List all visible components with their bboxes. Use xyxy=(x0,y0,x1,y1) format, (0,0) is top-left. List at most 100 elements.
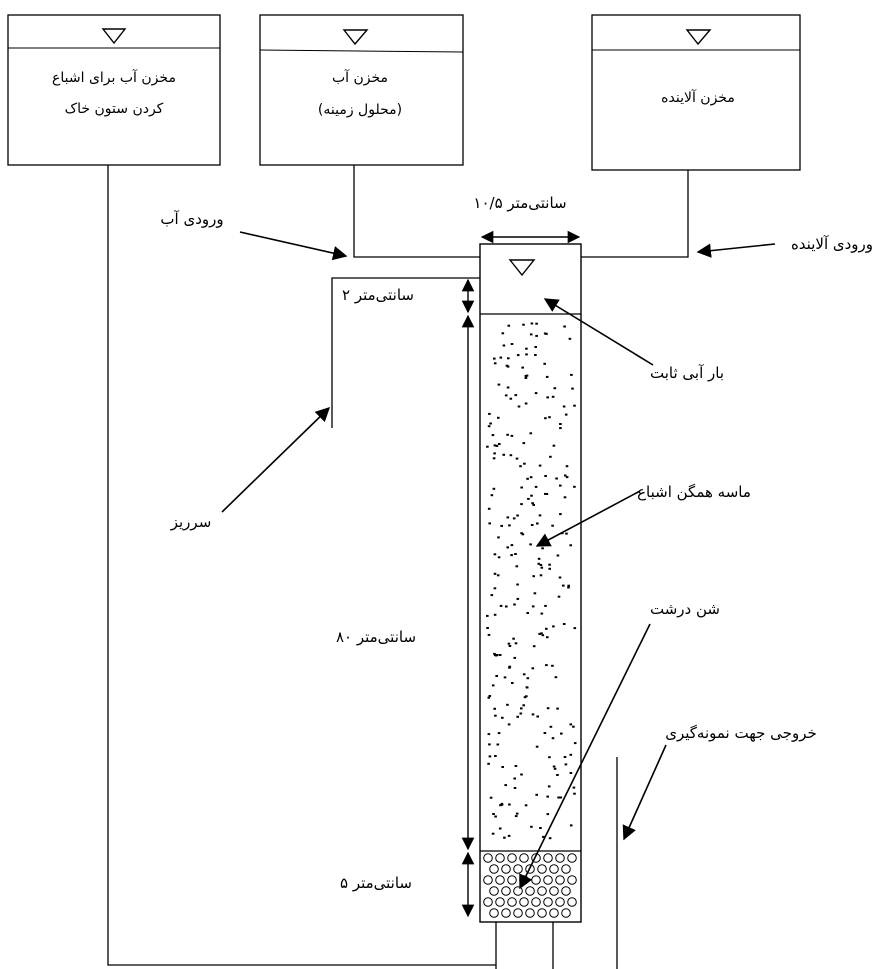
sand-grain xyxy=(535,745,539,748)
sand-grain xyxy=(493,444,497,447)
sand-grain xyxy=(501,716,504,719)
gravel-stone xyxy=(555,897,565,907)
sand-grain xyxy=(501,332,505,335)
contaminant-tank: مخزن آلاینده xyxy=(591,14,801,171)
sand-grain xyxy=(559,423,562,425)
sand-grain xyxy=(494,714,497,717)
sand-grain xyxy=(499,604,503,607)
sand-grain xyxy=(565,476,569,479)
sand-grain xyxy=(538,632,541,635)
sand-grain xyxy=(562,623,566,625)
sand-grain xyxy=(508,665,512,668)
sand-grain xyxy=(539,574,543,577)
sand-grain xyxy=(551,395,555,398)
constant-head-arrow xyxy=(543,298,654,366)
sand-grain xyxy=(526,477,529,480)
sand-grain xyxy=(525,347,528,350)
sand-grain xyxy=(544,604,547,607)
gravel-stone xyxy=(507,853,517,863)
gravel-stone xyxy=(549,908,559,918)
constant-head-label: بار آبی ثابت xyxy=(650,364,724,382)
sand-grain xyxy=(560,732,563,735)
sand-grain xyxy=(516,354,520,357)
sand-grain xyxy=(544,475,547,477)
gravel-stone xyxy=(555,853,565,863)
sand-grain xyxy=(520,707,523,710)
sand-grain xyxy=(540,612,544,615)
sand-grain xyxy=(522,442,526,445)
sand-grain xyxy=(507,642,511,645)
sand-grain xyxy=(524,402,528,405)
sand-grain xyxy=(562,405,566,408)
sand-grain xyxy=(573,485,576,488)
water-inlet-arrow xyxy=(239,231,348,261)
sand-grain xyxy=(546,707,550,710)
sand-grain xyxy=(568,337,572,340)
sand-grain xyxy=(556,554,560,557)
gravel-stone xyxy=(567,897,577,907)
sand-grain xyxy=(565,532,568,535)
sand-grain xyxy=(555,477,558,480)
sand-grain xyxy=(559,484,562,487)
sand-grain xyxy=(500,803,504,806)
sand-grain xyxy=(515,812,519,815)
contaminant-inlet-arrow xyxy=(696,243,776,258)
gravel-stone xyxy=(513,886,523,896)
sand-grain xyxy=(525,374,529,377)
sand-layer xyxy=(486,322,577,840)
sampling-outlet-label: خروجی جهت نمونه‌گیری xyxy=(665,724,817,742)
gravel-stone xyxy=(507,897,517,907)
sand-grain xyxy=(499,804,502,807)
sand-grain xyxy=(493,587,497,590)
sand-grain xyxy=(495,444,499,447)
sand-grain xyxy=(515,457,519,460)
sand-grain xyxy=(521,533,525,536)
sand-grain xyxy=(509,397,513,400)
sand-grain xyxy=(536,522,539,525)
sand-grain xyxy=(508,524,511,527)
sand-grain xyxy=(530,524,534,526)
gravel-stone xyxy=(567,853,577,863)
sand-grain xyxy=(547,785,551,788)
sand-grain xyxy=(563,496,567,499)
sand-grain xyxy=(548,837,552,840)
sand-grain xyxy=(562,584,565,587)
gravel-stone xyxy=(561,908,571,918)
sand-grain xyxy=(530,825,533,828)
sand-grain xyxy=(543,362,546,365)
sand-grain xyxy=(534,392,538,395)
sand-grain xyxy=(509,454,513,457)
sand-grain xyxy=(559,427,562,430)
gravel-stone xyxy=(549,886,559,896)
sand-grain xyxy=(513,656,517,659)
sand-grain xyxy=(567,584,570,587)
sand-grain xyxy=(544,492,547,495)
sand-grain xyxy=(572,725,575,728)
gravel-stone xyxy=(501,908,511,918)
sand-grain xyxy=(569,723,573,726)
sand-grain xyxy=(508,645,512,647)
sand-grain xyxy=(504,394,508,397)
sand-grain xyxy=(546,795,549,798)
sand-grain xyxy=(500,524,503,527)
saturation-tank: مخزن آب برای اشباع کردن ستون خاک xyxy=(7,14,221,166)
sand-grain xyxy=(527,497,530,500)
sand-grain xyxy=(487,733,491,736)
sand-grain xyxy=(539,827,542,829)
soil-column xyxy=(479,243,582,923)
sand-grain xyxy=(493,613,497,616)
contaminant-tank-label: مخزن آلاینده xyxy=(661,89,735,106)
sand-grain xyxy=(486,445,489,448)
sand-grain xyxy=(522,673,526,676)
sand-grain xyxy=(558,576,562,579)
sand-grain xyxy=(535,322,538,325)
sand-grain xyxy=(516,715,519,718)
sand-grain xyxy=(512,517,516,520)
sand-grain xyxy=(573,792,576,795)
sand-grain xyxy=(526,612,529,614)
sand-grain xyxy=(493,572,497,575)
pipes xyxy=(107,165,689,969)
sand-grain xyxy=(529,432,533,435)
sand-grain xyxy=(498,443,501,445)
gravel-label: شن درشت xyxy=(650,600,720,618)
